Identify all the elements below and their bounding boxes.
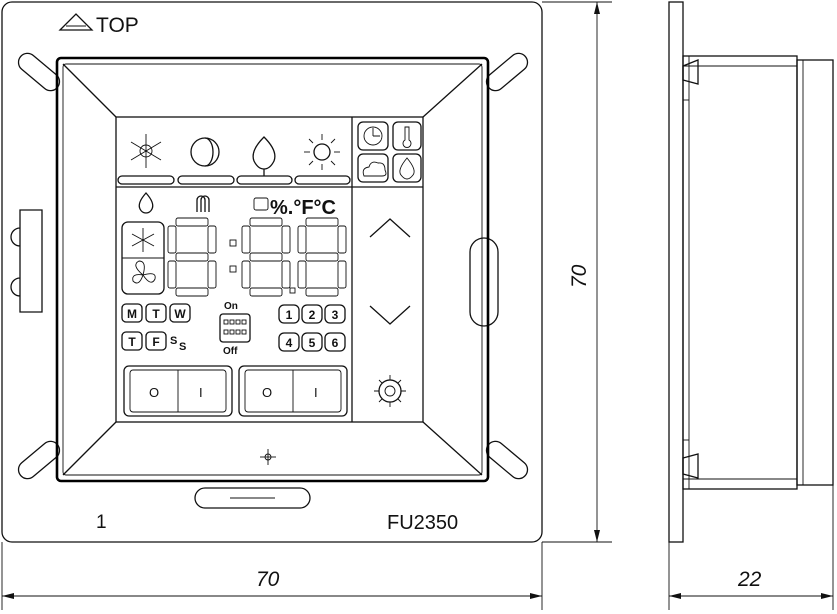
item-number: 1 — [96, 512, 107, 533]
day-key-label: W — [174, 307, 186, 321]
program-keys: 1 2 3 4 5 6 — [278, 304, 346, 352]
leaf-icon — [252, 136, 276, 176]
day-key-label: T — [152, 307, 160, 321]
lock-icon — [253, 197, 269, 211]
front-view: TOP — [1, 1, 543, 543]
program-key-label: 3 — [332, 308, 339, 322]
heating-coil-icon — [196, 195, 210, 212]
day-key: M — [121, 303, 143, 323]
rocker-switch-right[interactable]: O I — [238, 365, 348, 417]
day-key-label: S — [170, 335, 177, 347]
power-on-label: On — [224, 301, 238, 312]
sun-icon — [304, 134, 340, 170]
side-clip-bottom — [682, 453, 699, 479]
day-key-label: M — [127, 307, 137, 321]
day-key: T — [121, 331, 143, 351]
program-key-label: 4 — [286, 336, 293, 350]
seven-segment-digit — [167, 217, 217, 297]
side-clip-top — [682, 59, 699, 85]
power-indicator: On Off — [219, 301, 251, 357]
switch-on-glyph: I — [314, 385, 318, 400]
top-arrow-icon — [58, 13, 94, 31]
rocker-switch-left[interactable]: O I — [123, 365, 233, 417]
program-key: 2 — [301, 304, 323, 324]
seven-segment-digits — [167, 217, 347, 297]
top-marker: TOP — [58, 13, 139, 37]
program-key: 4 — [278, 332, 300, 352]
depth-dimension: 22 — [737, 568, 762, 591]
cloud-icon — [362, 161, 387, 177]
mounting-slots — [10, 52, 529, 509]
dimension-height: 70 — [542, 1, 612, 543]
program-key-label: 5 — [309, 336, 316, 350]
small-snowflake-icon — [131, 228, 155, 252]
height-dimension: 70 — [568, 264, 591, 288]
program-key-label: 6 — [332, 336, 339, 350]
width-dimension: 70 — [256, 568, 280, 591]
water-drop-icon — [138, 192, 154, 214]
digit-separators — [229, 239, 296, 294]
seven-segment-digit — [241, 217, 291, 297]
mounting-plate — [1, 1, 543, 543]
outer-frame — [55, 56, 490, 483]
settings-gear-icon[interactable] — [374, 375, 406, 407]
day-key-label: F — [152, 335, 159, 349]
snowflake-icon — [130, 134, 162, 168]
program-key: 6 — [324, 332, 346, 352]
top-label: TOP — [96, 14, 139, 37]
model-label: FU2350 — [387, 512, 458, 534]
day-key: T — [145, 303, 167, 323]
program-key-label: 2 — [309, 308, 316, 322]
mode-icons — [117, 134, 351, 185]
program-key: 1 — [278, 304, 300, 324]
dimension-depth: 22 — [668, 485, 834, 610]
display-area — [115, 116, 424, 423]
day-key: W — [169, 303, 191, 323]
humidity-icon — [399, 157, 415, 180]
clock-icon — [363, 126, 383, 146]
dimension-width: 70 — [1, 542, 543, 610]
program-key: 3 — [324, 304, 346, 324]
program-key: 5 — [301, 332, 323, 352]
day-key-label: T — [128, 335, 136, 349]
power-off-label: Off — [223, 346, 238, 357]
economy-icon — [190, 137, 220, 167]
temperature-units: %.°F°C — [270, 197, 336, 219]
switch-on-glyph: I — [199, 385, 203, 400]
switch-off-glyph: O — [149, 385, 159, 400]
side-view — [668, 1, 834, 543]
seven-segment-digit — [297, 217, 347, 297]
switch-off-glyph: O — [262, 385, 272, 400]
chevron-up-icon[interactable] — [369, 218, 411, 238]
status-icons — [357, 121, 422, 183]
fan-icon — [132, 260, 156, 284]
relay-grid-icon — [223, 319, 247, 335]
program-key-label: 1 — [286, 308, 293, 322]
day-key-label: S — [179, 341, 186, 353]
thermometer-icon — [402, 126, 412, 148]
day-key: F — [145, 331, 167, 351]
chevron-down-icon[interactable] — [369, 305, 411, 325]
center-mark — [260, 449, 276, 465]
